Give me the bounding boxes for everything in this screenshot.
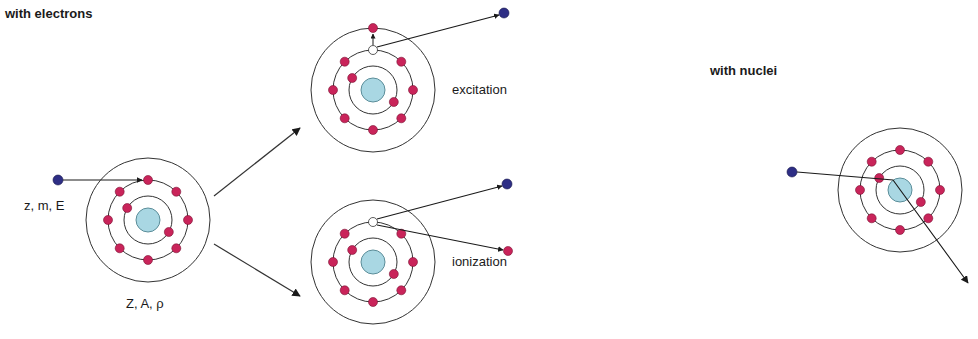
label-holder: with nuclei	[710, 63, 777, 79]
label-holder: with electrons	[5, 6, 92, 22]
section-heading: with electrons	[5, 6, 92, 22]
scattering-atom	[787, 128, 968, 283]
target-atom	[53, 158, 210, 282]
process-label: ionization	[452, 254, 507, 270]
target-label: Z, A, ρ	[126, 296, 164, 312]
label-holder: excitation	[452, 82, 507, 98]
process-label: excitation	[452, 82, 507, 98]
label-holder: ionization	[452, 254, 507, 270]
label-holder: Z, A, ρ	[126, 296, 164, 312]
transition-arrow	[214, 128, 300, 196]
projectile-label: z, m, E	[24, 198, 64, 214]
ionized-atom	[311, 179, 513, 324]
label-holder: z, m, E	[24, 198, 64, 214]
section-heading: with nuclei	[710, 63, 777, 79]
excited-atom	[311, 8, 509, 152]
transition-arrow	[214, 244, 300, 296]
